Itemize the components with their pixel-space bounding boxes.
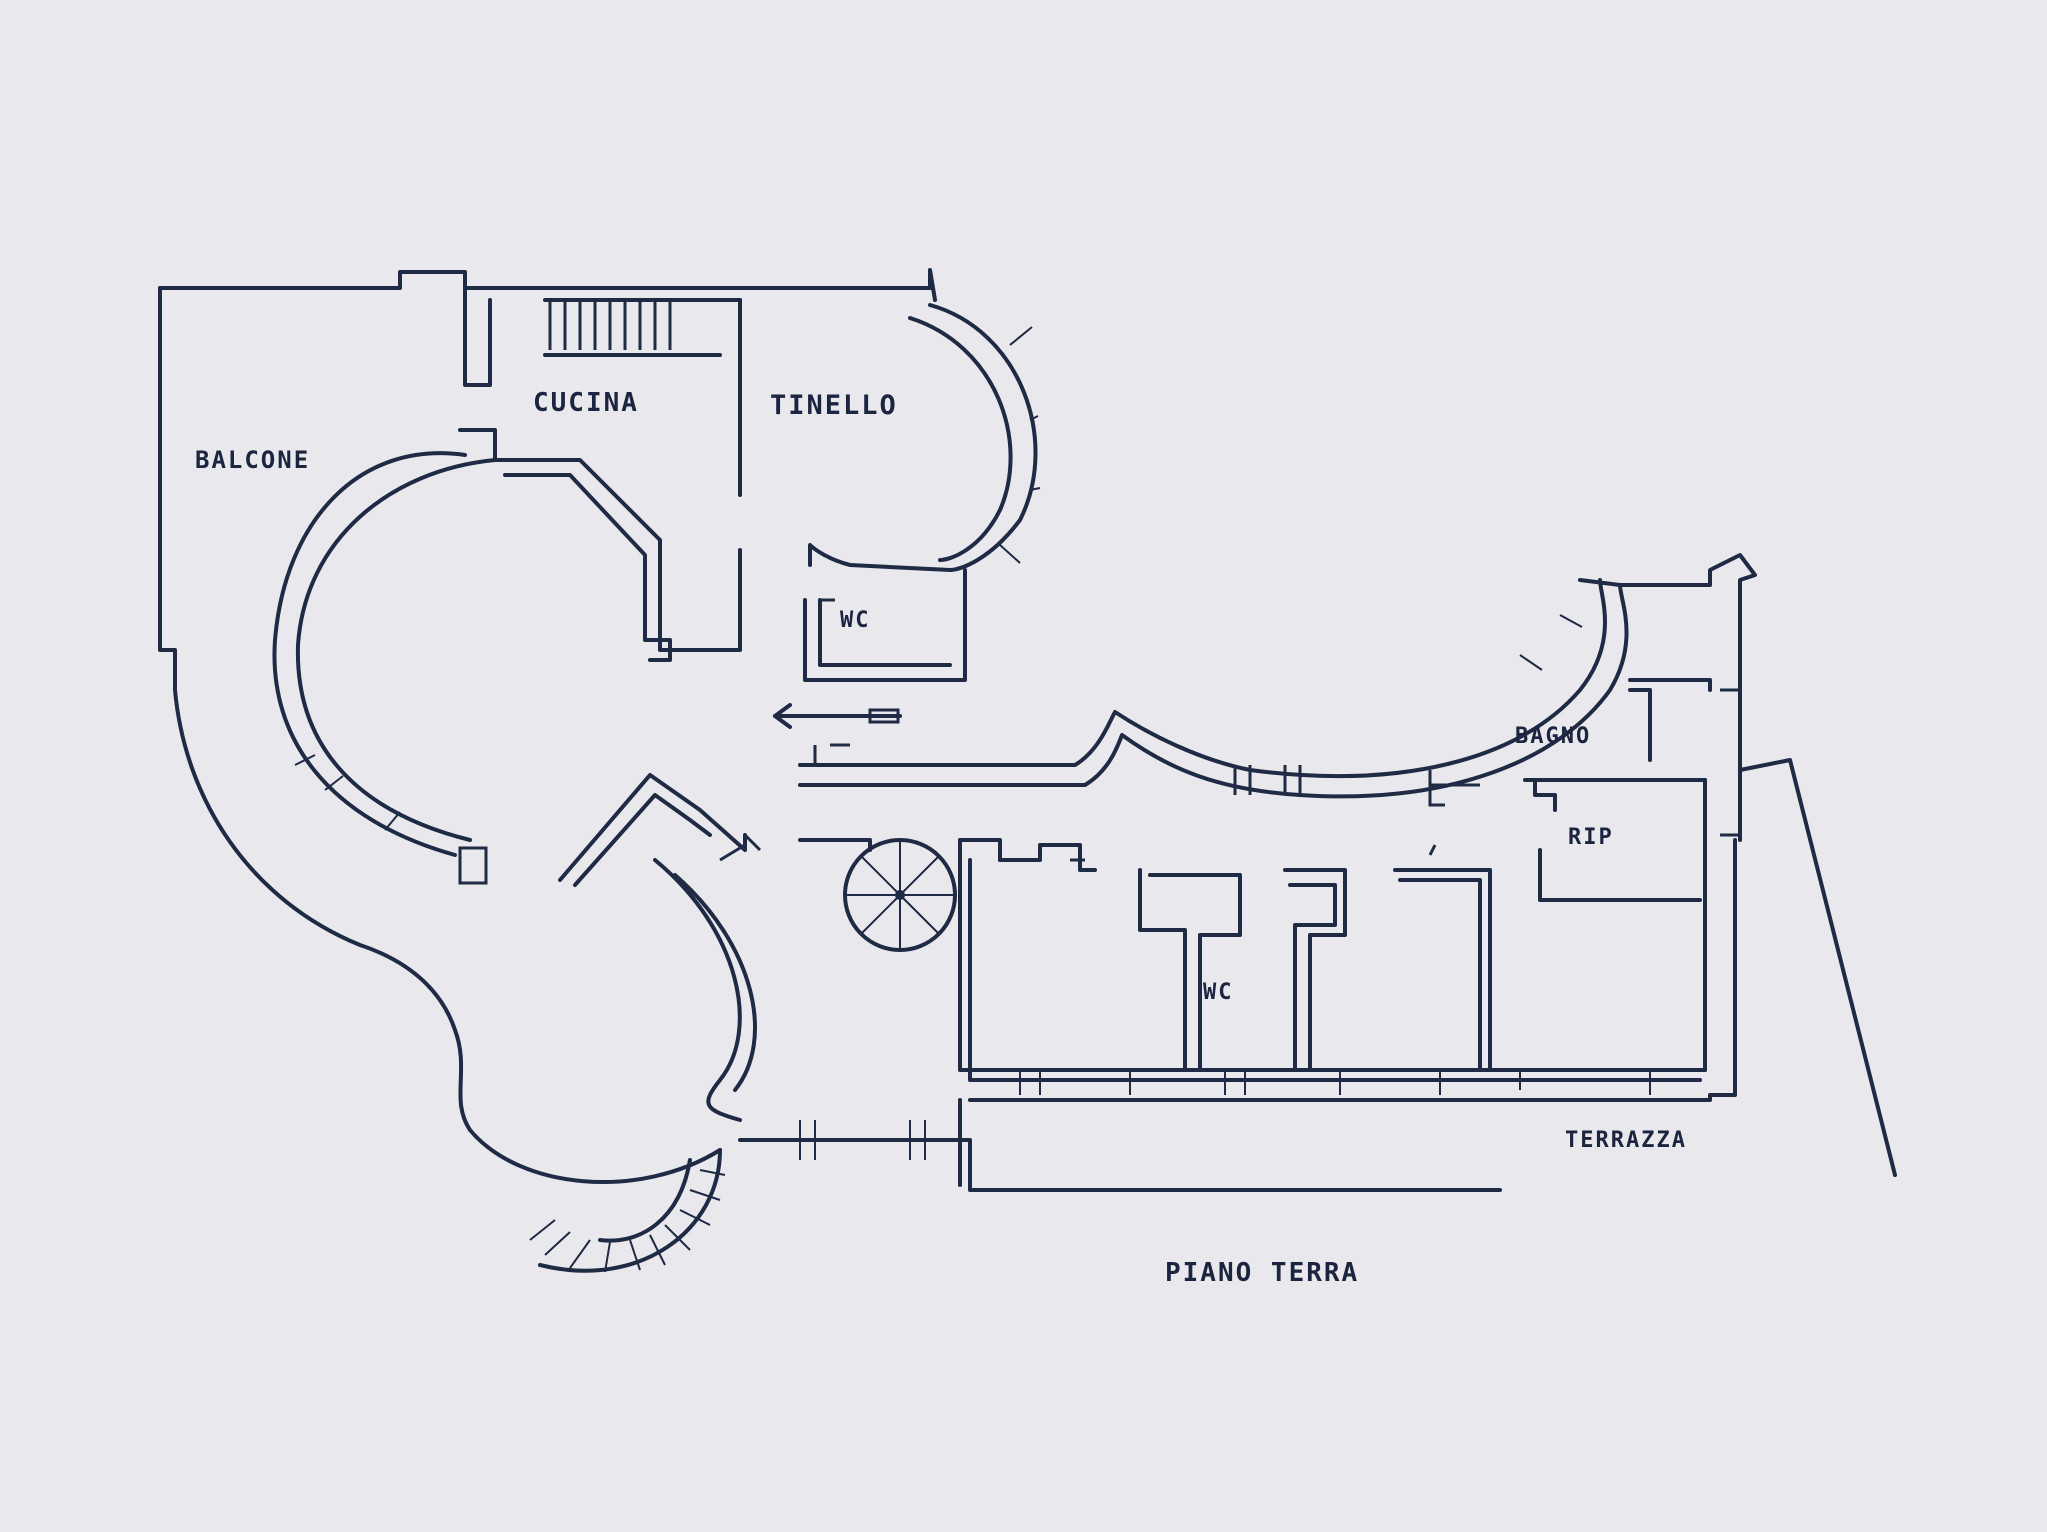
entrance-walls	[558, 773, 762, 1122]
cucina-block	[458, 286, 742, 662]
label-cucina: CUCINA	[533, 388, 639, 418]
right-balcony-edge	[1720, 688, 1897, 1177]
label-tinello: TINELLO	[770, 390, 898, 421]
label-balcone: BALCONE	[195, 446, 311, 474]
tinello-bay	[808, 303, 1041, 572]
bagno-rip-block	[1523, 678, 1712, 1072]
wc-upper-room	[803, 568, 967, 682]
lower-rooms	[958, 838, 1707, 1095]
direction-arrow-icon	[773, 703, 902, 729]
spiral-stair-icon	[798, 838, 957, 952]
stair-flight-icon	[529, 1148, 726, 1273]
balcone-outline	[158, 268, 937, 1184]
corridor-details	[813, 743, 1480, 807]
curved-wall-left	[272, 451, 497, 885]
plan-caption: PIANO TERRA	[1165, 1258, 1360, 1288]
label-wc-upper: WC	[840, 608, 871, 633]
terrazza-outline	[738, 838, 1737, 1192]
label-rip: RIP	[1568, 825, 1614, 850]
corridor-wall-upper	[798, 553, 1757, 842]
label-terrazza: TERRAZZA	[1565, 1128, 1687, 1153]
label-wc-lower: WC	[1203, 980, 1234, 1005]
label-bagno: BAGNO	[1515, 724, 1592, 749]
